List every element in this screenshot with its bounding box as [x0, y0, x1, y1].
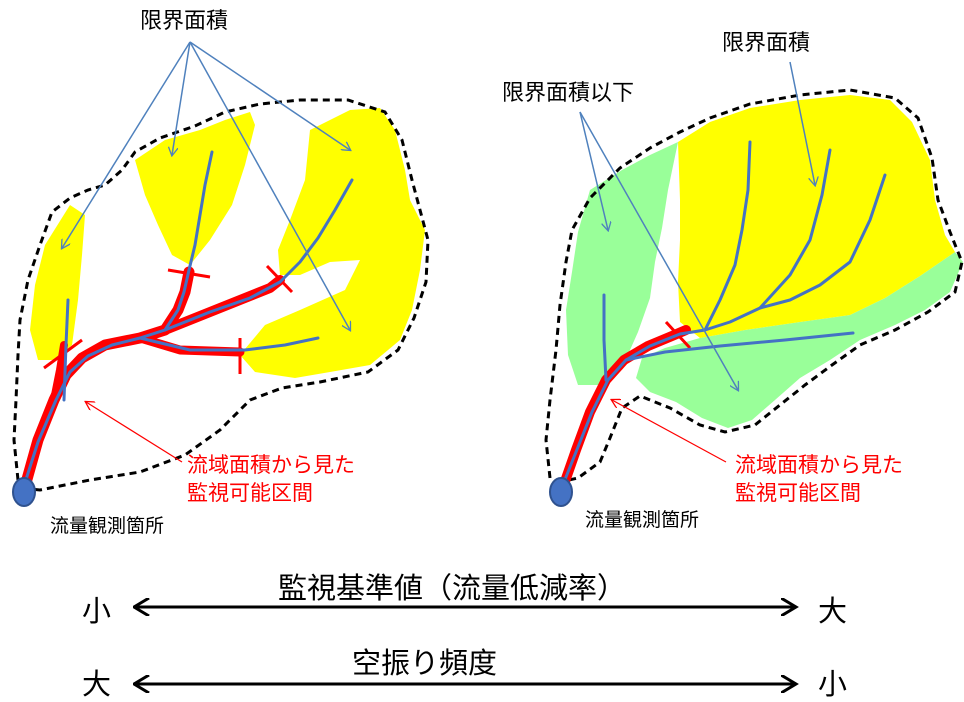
scale-false-alarm-frequency-right-end: 小	[818, 667, 847, 701]
left-reach-end-ticks	[43, 264, 294, 374]
right-monitorable-label-line2: 監視可能区間	[735, 481, 861, 505]
right-watershed-panel	[544, 61, 964, 507]
scale-monitoring-threshold: 監視基準値（流量低減率） 小 大	[82, 571, 847, 628]
scale-monitoring-threshold-title: 監視基準値（流量低減率）	[278, 571, 626, 605]
right-below-critical-label: 限界面積以下	[502, 81, 634, 106]
right-watershed-boundary	[544, 88, 964, 484]
right-monitorable-pointer	[612, 400, 727, 463]
scale-false-alarm-frequency-left-end: 大	[82, 667, 111, 701]
left-monitorable-pointer	[86, 402, 183, 463]
right-critical-area-label: 限界面積	[722, 31, 810, 56]
right-gauging-station-marker	[549, 477, 573, 507]
left-critical-area-label: 限界面積	[140, 9, 228, 34]
left-watershed-panel	[12, 41, 430, 507]
left-subcatchment-east	[240, 108, 425, 378]
left-monitorable-label-line1: 流域面積から見た	[187, 453, 355, 477]
left-gauging-station-marker	[12, 477, 36, 507]
left-leader-arrows	[62, 41, 350, 330]
left-watershed-boundary	[12, 98, 430, 492]
right-monitorable-label-line1: 流域面積から見た	[735, 453, 903, 477]
left-monitorable-label-line2: 監視可能区間	[187, 481, 313, 505]
right-station-label: 流量観測箇所	[585, 509, 699, 531]
left-subcatchment-west	[30, 205, 85, 360]
left-station-label: 流量観測箇所	[50, 515, 164, 537]
right-leader-arrows	[579, 61, 815, 390]
scale-monitoring-threshold-left-end: 小	[82, 594, 111, 628]
right-subcatchment-west-green	[566, 142, 678, 385]
left-river-network	[20, 150, 354, 494]
left-subcatchment-north	[135, 112, 255, 265]
scale-monitoring-threshold-right-end: 大	[818, 594, 847, 628]
scale-false-alarm-frequency-title: 空振り頻度	[352, 646, 497, 680]
right-river-network	[558, 140, 887, 494]
scale-false-alarm-frequency: 空振り頻度 大 小	[82, 646, 847, 701]
